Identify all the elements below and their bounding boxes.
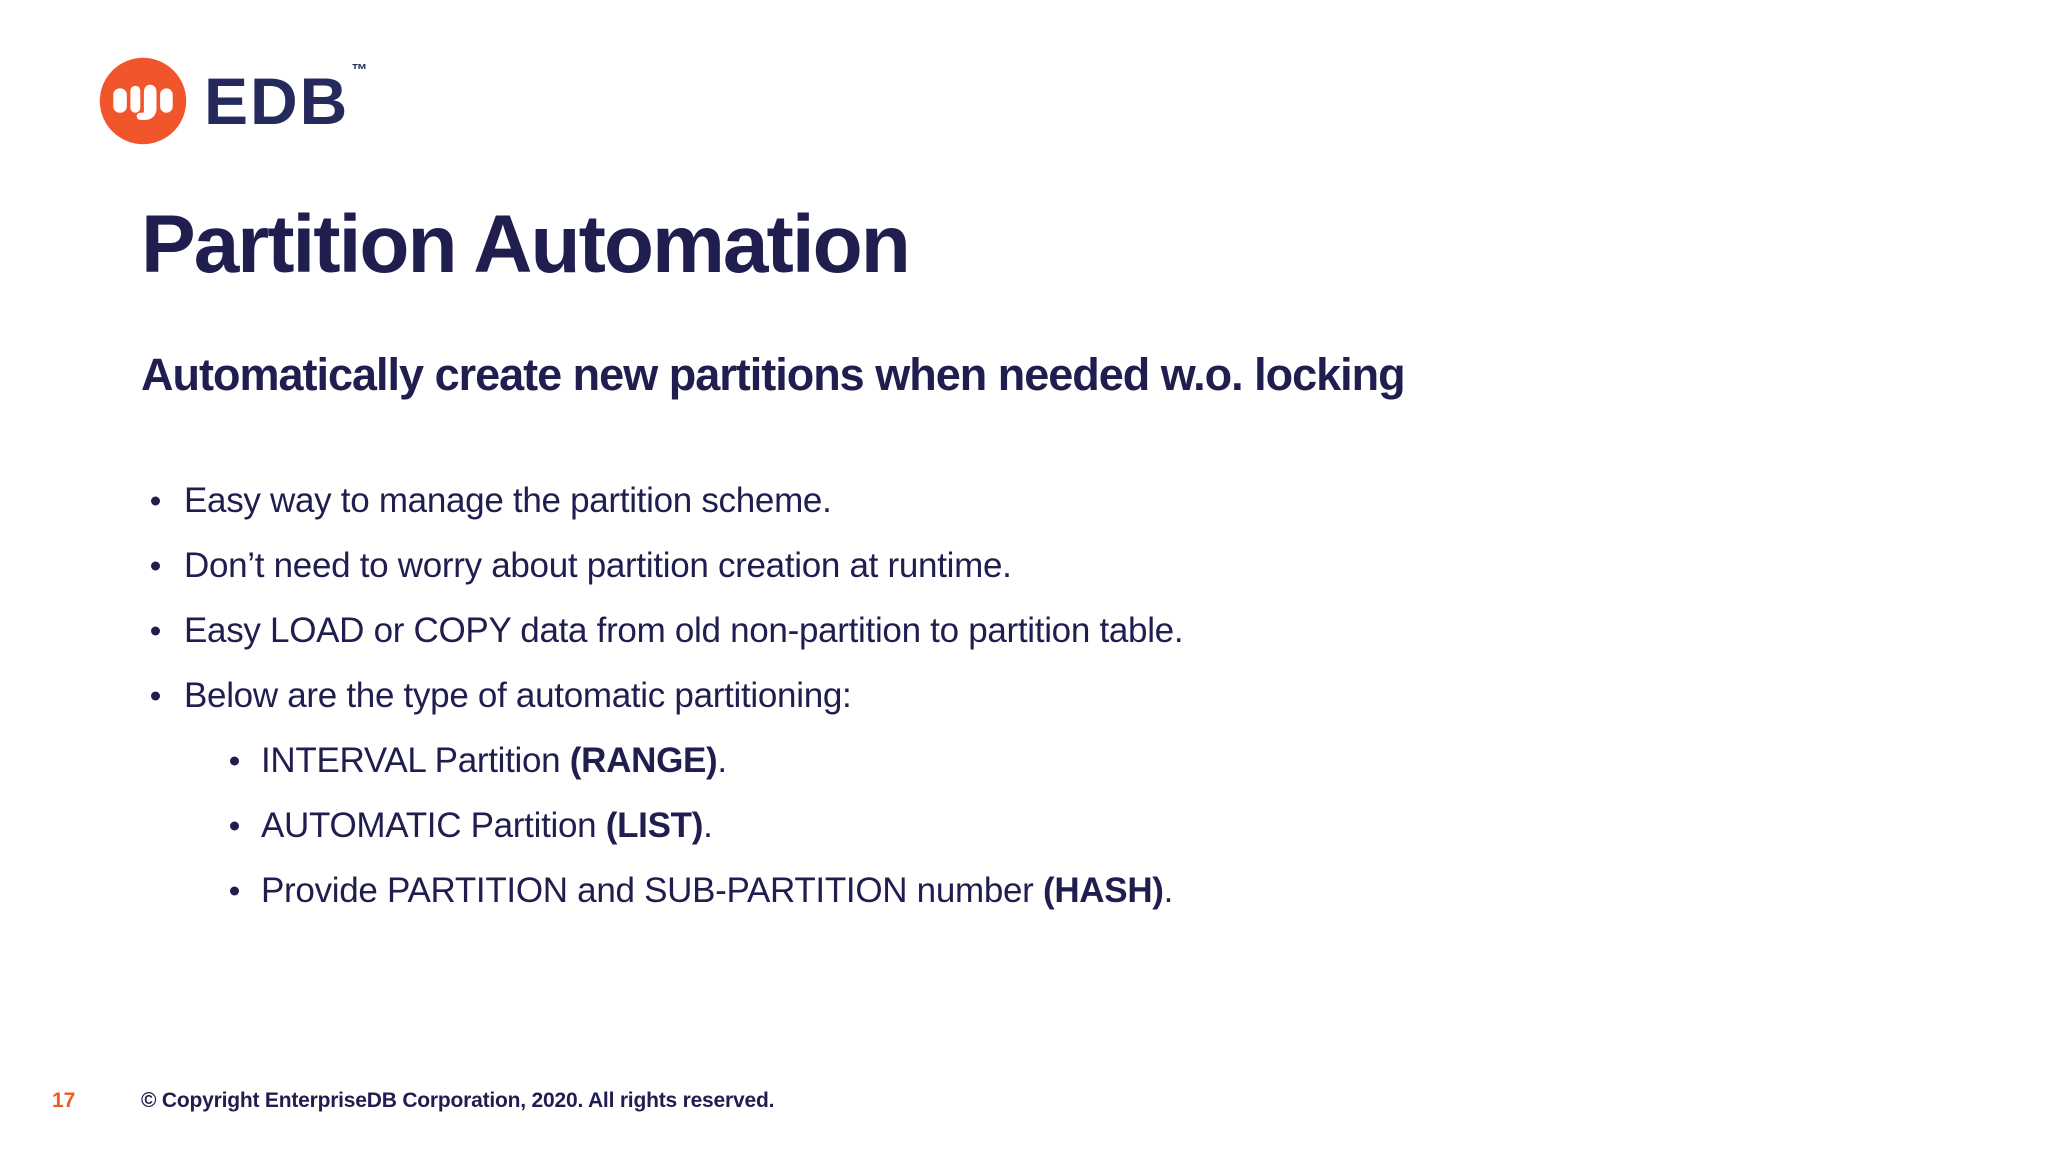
bullet-list: Easy way to manage the partition scheme.…	[141, 468, 1184, 923]
bullet-text-post: .	[1163, 871, 1174, 910]
bullet-bold-text: (LIST)	[605, 806, 704, 845]
bullet-text: AUTOMATIC Partition	[261, 806, 606, 845]
page-number: 17	[52, 1089, 76, 1112]
slide-footer: 17 © Copyright EnterpriseDB Corporation,…	[0, 1086, 2048, 1116]
bullet-text: Below are the type of automatic partitio…	[184, 676, 852, 715]
sub-bullet-item-3: Provide PARTITION and SUB-PARTITION numb…	[141, 858, 1183, 923]
bullet-text-post: .	[703, 806, 713, 845]
bullet-text-post: .	[717, 741, 727, 780]
bullet-text: INTERVAL Partition	[261, 741, 570, 780]
slide-title: Partition Automation	[141, 199, 911, 290]
bullet-bold-text: (RANGE)	[569, 741, 718, 780]
bullet-text: Easy way to manage the partition scheme.	[184, 481, 832, 520]
bullet-item-1: Easy way to manage the partition scheme.	[141, 468, 1183, 533]
bullet-text: Don’t need to worry about partition crea…	[184, 546, 1012, 585]
edb-elephant-icon	[98, 56, 188, 146]
copyright-text: © Copyright EnterpriseDB Corporation, 20…	[141, 1089, 775, 1112]
bullet-item-3: Easy LOAD or COPY data from old non-part…	[141, 598, 1184, 663]
bullet-item-2: Don’t need to worry about partition crea…	[141, 533, 1183, 598]
bullet-item-4: Below are the type of automatic partitio…	[141, 663, 1183, 728]
bullet-text: Easy LOAD or COPY data from old non-part…	[184, 611, 1184, 650]
edb-logo: EDB ™	[98, 56, 367, 146]
sub-bullet-item-2: AUTOMATIC Partition (LIST).	[141, 793, 1183, 858]
bullet-text: Provide PARTITION and SUB-PARTITION numb…	[261, 871, 1043, 910]
sub-bullet-item-1: INTERVAL Partition (RANGE).	[141, 728, 1183, 793]
trademark-symbol: ™	[351, 62, 368, 79]
slide-subtitle: Automatically create new partitions when…	[141, 349, 1406, 400]
bullet-bold-text: (HASH)	[1042, 871, 1164, 910]
edb-logo-text: EDB	[204, 64, 350, 138]
